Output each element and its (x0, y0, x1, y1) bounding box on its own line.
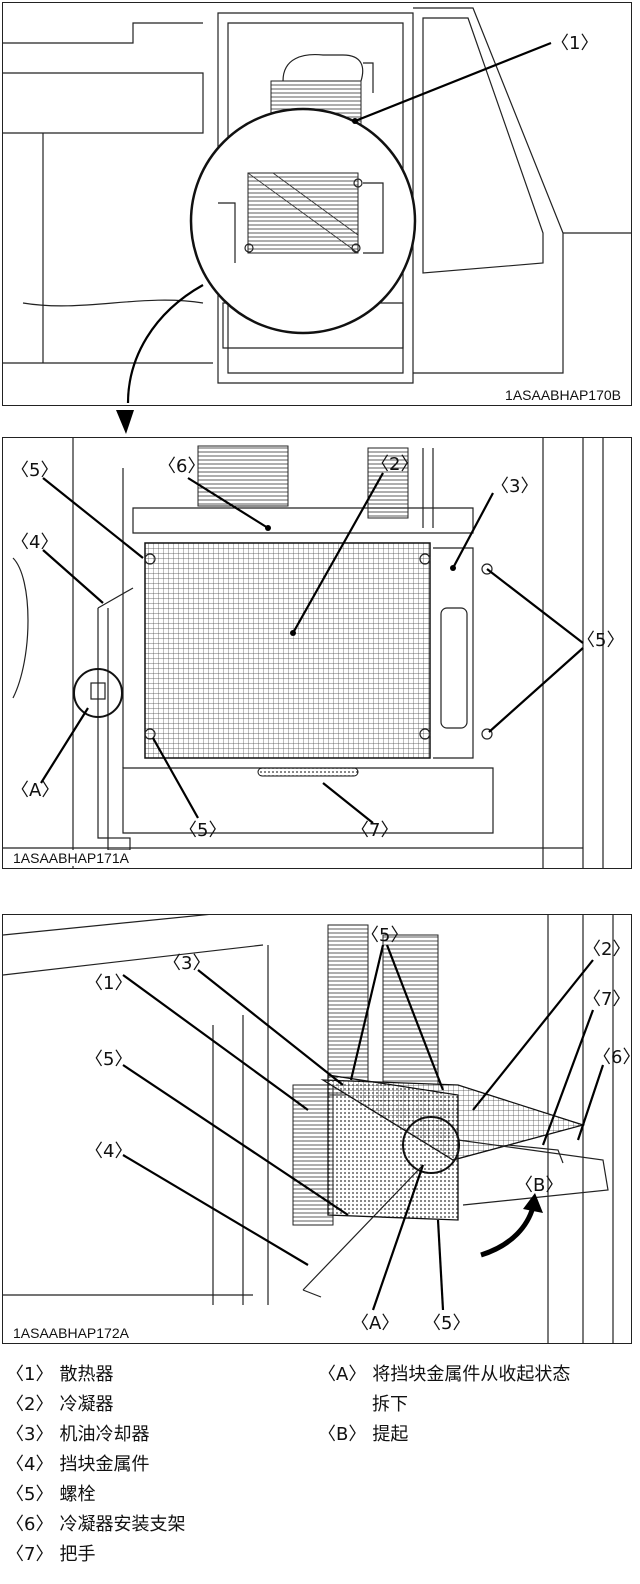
callout-5-bottom: 〈5〉 (423, 1313, 470, 1334)
legend: 〈1〉散热器 〈2〉冷凝器 〈3〉机油冷却器 〈4〉挡块金属件 〈5〉螺栓 〈6… (0, 1360, 640, 1580)
figure-code: 1ASAABHAP171A (11, 850, 131, 866)
callout-6: 〈6〉 (593, 1047, 632, 1068)
arrow-head (116, 410, 134, 434)
callout-2: 〈2〉 (583, 939, 630, 960)
legend-item: 〈2〉冷凝器 (6, 1394, 114, 1415)
callout-5-left: 〈5〉 (85, 1049, 132, 1070)
callout-3: 〈3〉 (491, 476, 538, 497)
legend-item: 〈1〉散热器 (6, 1364, 114, 1385)
figure-3-drawing: 〈5〉 〈3〉 〈2〉 〈1〉 〈7〉 〈5〉 〈6〉 〈B〉 〈4〉 〈A〉 … (3, 915, 632, 1343)
callout-6: 〈6〉 (158, 456, 205, 477)
figure-code: 1ASAABHAP172A (11, 1325, 131, 1341)
callout-5-top: 〈5〉 (361, 925, 408, 946)
legend-item: 〈A〉将挡块金属件从收起状态 (318, 1364, 571, 1385)
callout-3: 〈3〉 (163, 953, 210, 974)
legend-item-continued: 拆下 (372, 1394, 408, 1415)
callout-1-fig1: 〈1〉 (551, 33, 598, 54)
callout-1: 〈1〉 (85, 973, 132, 994)
legend-item: 〈B〉提起 (318, 1424, 409, 1445)
callout-2: 〈2〉 (371, 454, 418, 475)
legend-item: 〈7〉把手 (6, 1544, 96, 1565)
figure-code: 1ASAABHAP170B (503, 387, 623, 403)
figure-2-drawing: 〈5〉 〈6〉 〈2〉 〈3〉 〈4〉 〈5〉 〈A〉 〈5〉 〈7〉 (3, 438, 624, 868)
figure-radiator-location: 〈1〉 1ASAABHAP170B (2, 2, 632, 406)
callout-4: 〈4〉 (11, 532, 58, 553)
callout-b: 〈B〉 (515, 1175, 563, 1196)
figure-1-drawing: 〈1〉 (3, 7, 631, 404)
callout-4: 〈4〉 (85, 1141, 132, 1162)
callout-7: 〈7〉 (583, 989, 630, 1010)
callout-a: 〈A〉 (11, 780, 59, 801)
callout-7: 〈7〉 (351, 820, 398, 841)
figure-condenser-front: 〈5〉 〈6〉 〈2〉 〈3〉 〈4〉 〈5〉 〈A〉 〈5〉 〈7〉 1ASA… (2, 437, 632, 869)
legend-item: 〈6〉冷凝器安装支架 (6, 1514, 186, 1535)
callout-5-bottom: 〈5〉 (179, 820, 226, 841)
callout-5-right: 〈5〉 (577, 630, 624, 651)
legend-item: 〈4〉挡块金属件 (6, 1454, 150, 1475)
legend-item: 〈3〉机油冷却器 (6, 1424, 150, 1445)
figure-condenser-lifted: 〈5〉 〈3〉 〈2〉 〈1〉 〈7〉 〈5〉 〈6〉 〈B〉 〈4〉 〈A〉 … (2, 914, 632, 1344)
legend-item: 〈5〉螺栓 (6, 1484, 96, 1505)
callout-a: 〈A〉 (351, 1313, 399, 1334)
callout-5-top-left: 〈5〉 (11, 460, 58, 481)
